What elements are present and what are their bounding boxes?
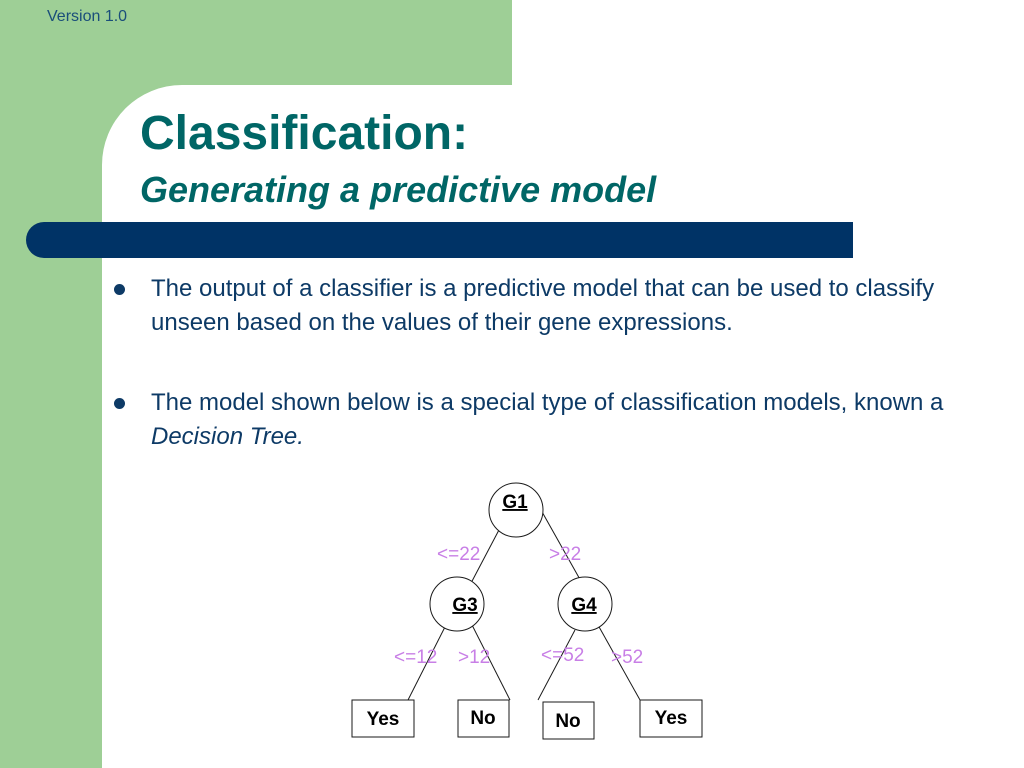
green-corner-curve <box>102 85 182 165</box>
bullet-dot-icon <box>114 284 125 295</box>
bullet-list: The output of a classifier is a predicti… <box>112 272 992 500</box>
tree-node-root <box>488 482 544 538</box>
bullet-item: The model shown below is a special type … <box>112 386 992 454</box>
leaf-label-4: Yes <box>655 708 688 729</box>
bullet-dot-icon <box>114 398 125 409</box>
tree-node-left-label: G3 <box>452 595 477 616</box>
edge-root-left <box>469 527 501 586</box>
edge-label-g3-left: <=12 <box>394 647 437 668</box>
navy-divider-bar <box>26 222 853 258</box>
edge-label-g3-right: >12 <box>458 647 490 668</box>
leaf-box-4 <box>639 699 703 738</box>
navy-divider-bar-end <box>820 222 853 258</box>
tree-node-right <box>557 576 613 632</box>
green-top-band <box>0 0 512 85</box>
leaf-label-3: No <box>555 711 580 732</box>
edge-g3-right <box>469 620 511 701</box>
tree-node-root-label: G1 <box>502 492 528 513</box>
bullet-text: The output of a classifier is a predicti… <box>151 275 935 336</box>
bullet-emphasis: Decision Tree. <box>151 423 304 450</box>
leaf-label-2: No <box>470 708 495 729</box>
edge-label-root-left: <=22 <box>437 544 480 565</box>
green-left-band <box>0 85 102 768</box>
bullet-item: The output of a classifier is a predicti… <box>112 272 992 340</box>
edge-root-right <box>540 509 583 584</box>
leaf-box-2 <box>457 699 510 738</box>
leaf-box-1 <box>351 699 415 738</box>
edge-label-g4-right: >52 <box>611 647 643 668</box>
leaf-box-3 <box>542 701 595 740</box>
edge-g3-left <box>407 620 449 701</box>
leaf-label-1: Yes <box>367 709 400 730</box>
edge-label-g4-left: <=52 <box>541 645 584 666</box>
tree-node-right-label: G4 <box>571 595 597 616</box>
bullet-text: The model shown below is a special type … <box>151 389 944 416</box>
edge-label-root-right: >22 <box>549 544 581 565</box>
tree-node-left <box>429 576 485 632</box>
version-label: Version 1.0 <box>47 8 128 25</box>
slide-title: Classification: <box>140 107 469 160</box>
edge-g4-right <box>597 624 641 701</box>
slide-subtitle: Generating a predictive model <box>140 169 657 210</box>
edge-g4-left <box>537 629 576 701</box>
